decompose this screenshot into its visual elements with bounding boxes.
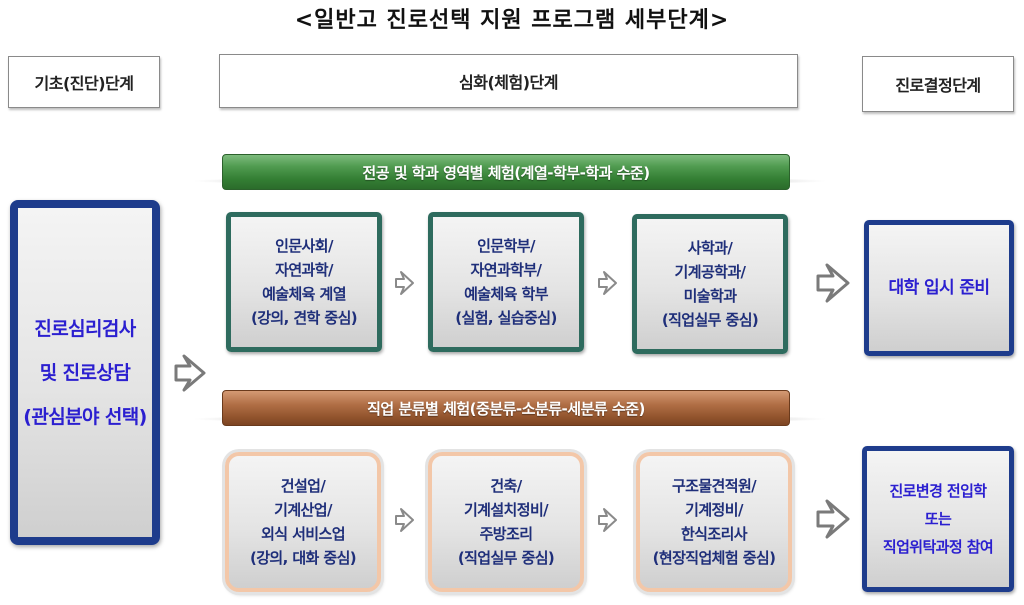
- stage-label-deepening: 심화(체험)단계: [219, 54, 798, 108]
- major-step-1-line: 예술체육 계열: [262, 285, 346, 303]
- basic-line-1: 진로심리검사: [34, 317, 136, 340]
- job-step-2-line: 기계설치정비/: [463, 501, 549, 519]
- job-step-1: 건설업/ 기계산업/ 외식 서비스업 (강의, 대화 중심): [225, 452, 381, 592]
- right-arrow-icon: [812, 258, 854, 308]
- major-track-banner-text: 전공 및 학과 영역별 체험(계열-학부-학과 수준): [362, 163, 650, 182]
- stage-label-basic-text: 기초(진단)단계: [34, 74, 134, 93]
- major-step-3-line: 사학과/: [687, 239, 733, 257]
- right-arrow-icon: [170, 350, 210, 396]
- major-step-1: 인문사회/ 자연과학/ 예술체육 계열 (강의, 견학 중심): [226, 212, 382, 352]
- job-outcome-line: 또는: [924, 510, 952, 528]
- job-track-banner: 직업 분류별 체험(중분류-소분류-세분류 수준): [222, 390, 790, 426]
- job-step-1-line: 건설업/: [280, 477, 326, 495]
- right-arrow-icon: [812, 494, 854, 544]
- major-outcome-line: 대학 입시 준비: [888, 278, 990, 298]
- stage-label-basic: 기초(진단)단계: [8, 56, 160, 108]
- job-step-2-line: 건축/: [490, 477, 522, 495]
- job-step-3-line: 기계정비/: [685, 501, 743, 519]
- major-outcome-box: 대학 입시 준비: [864, 220, 1014, 356]
- job-outcome-line: 직업위탁과정 참여: [882, 538, 994, 556]
- stage-label-decision-text: 진로결정단계: [895, 76, 981, 95]
- right-arrow-icon: [393, 268, 417, 298]
- job-step-2: 건축/ 기계설치정비/ 주방조리 (직업실무 중심): [428, 452, 584, 592]
- major-step-2-line: (실험, 실습중심): [455, 309, 557, 327]
- job-step-3: 구조물견적원/ 기계정비/ 한식조리사 (현장직업체험 중심): [636, 452, 792, 592]
- major-step-1-line: (강의, 견학 중심): [250, 309, 358, 327]
- job-step-2-line: (직업실무 중심): [457, 549, 555, 567]
- job-track-banner-text: 직업 분류별 체험(중분류-소분류-세분류 수준): [367, 399, 645, 418]
- major-step-3: 사학과/ 기계공학과/ 미술학과 (직업실무 중심): [632, 214, 788, 354]
- job-step-2-line: 주방조리: [479, 525, 533, 543]
- basic-line-2: 및 진로상담: [39, 361, 131, 384]
- stage-label-decision: 진로결정단계: [862, 56, 1014, 112]
- stage-label-deepening-text: 심화(체험)단계: [459, 73, 558, 92]
- basic-line-3: (관심분야 선택): [23, 405, 147, 428]
- job-step-3-line: (현장직업체험 중심): [652, 549, 776, 567]
- job-step-1-line: 외식 서비스업: [261, 525, 345, 543]
- major-step-2-line: 인문학부/: [477, 237, 535, 255]
- basic-stage-box: 진로심리검사 및 진로상담 (관심분야 선택): [10, 200, 160, 545]
- major-step-3-line: (직업실무 중심): [661, 311, 759, 329]
- right-arrow-icon: [596, 505, 620, 535]
- job-outcome-box: 진로변경 전입학 또는 직업위탁과정 참여: [862, 446, 1014, 592]
- job-step-1-line: (강의, 대화 중심): [249, 549, 357, 567]
- job-step-3-line: 구조물견적원/: [671, 477, 757, 495]
- major-step-3-line: 미술학과: [683, 287, 737, 305]
- major-step-1-line: 자연과학/: [275, 261, 333, 279]
- major-step-2-line: 자연과학부/: [470, 261, 542, 279]
- job-step-1-line: 기계산업/: [274, 501, 332, 519]
- job-outcome-line: 진로변경 전입학: [889, 482, 987, 500]
- diagram-title: <일반고 진로선택 지원 프로그램 세부단계>: [294, 8, 730, 33]
- job-step-3-line: 한식조리사: [680, 525, 748, 543]
- major-step-2-line: 예술체육 학부: [464, 285, 548, 303]
- major-step-1-line: 인문사회/: [275, 237, 333, 255]
- major-step-3-line: 기계공학과/: [674, 263, 746, 281]
- right-arrow-icon: [393, 505, 417, 535]
- right-arrow-icon: [596, 268, 620, 298]
- major-track-banner: 전공 및 학과 영역별 체험(계열-학부-학과 수준): [222, 154, 790, 190]
- major-step-2: 인문학부/ 자연과학부/ 예술체육 학부 (실험, 실습중심): [428, 212, 584, 352]
